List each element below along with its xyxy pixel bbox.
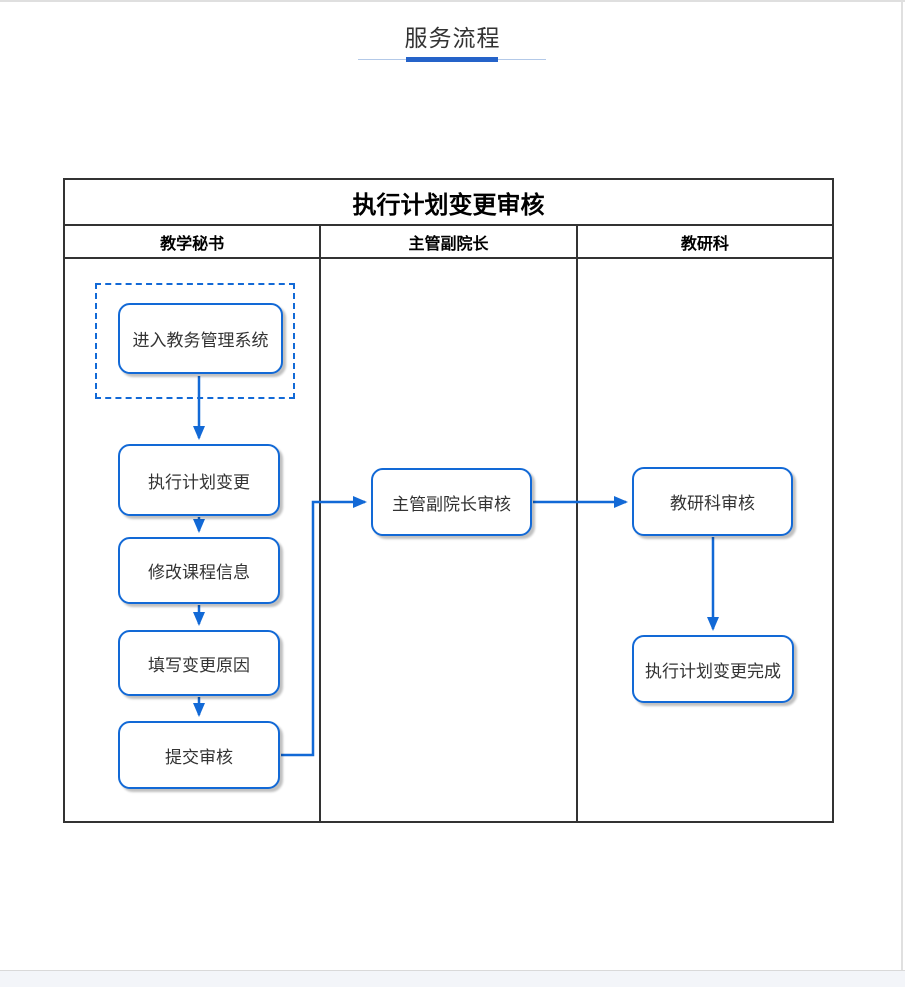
swimlane-header-row: 教学秘书 主管副院长 教研科: [65, 226, 832, 259]
lane-header-teaching-secretary: 教学秘书: [160, 235, 225, 253]
underline-accent-bar: [406, 56, 498, 62]
lane-header-deputy-dean: 主管副院长: [319, 226, 575, 257]
start-group-dashed-frame: [95, 283, 295, 399]
page-right-border: [901, 0, 903, 970]
node-research-review: 教研科审核: [632, 467, 793, 536]
node-change-complete: 执行计划变更完成: [632, 635, 794, 703]
lane-header-research-section: 教研科: [575, 226, 832, 257]
node-plan-change: 执行计划变更: [118, 444, 280, 516]
page-top-border: [0, 0, 905, 2]
underline-thin-right: [498, 58, 546, 60]
lane-deputy-dean: [319, 259, 575, 821]
flowchart-title: 执行计划变更审核: [65, 180, 832, 226]
underline-thin-left: [358, 58, 406, 60]
title-underline-decoration: [358, 56, 546, 62]
node-enter-system: 进入教务管理系统: [118, 303, 283, 374]
page-footer-strip: [0, 970, 905, 987]
page-title: 服务流程: [404, 25, 501, 51]
node-modify-course: 修改课程信息: [118, 537, 280, 604]
node-fill-reason: 填写变更原因: [118, 630, 280, 696]
lane-research-section: [575, 259, 832, 821]
node-dean-review: 主管副院长审核: [371, 468, 532, 536]
flowchart-table: 执行计划变更审核 教学秘书 主管副院长 教研科 进入教务管理系统 执行计划变更 …: [63, 178, 834, 823]
node-submit-review: 提交审核: [118, 721, 280, 789]
